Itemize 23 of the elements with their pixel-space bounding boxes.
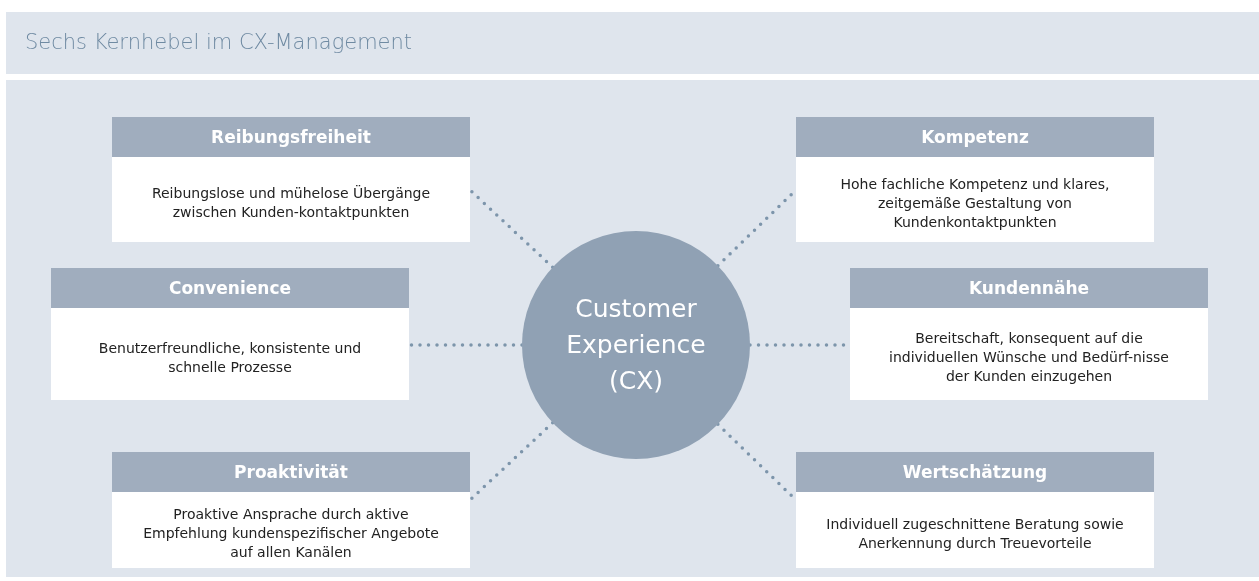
dotted-connector [407, 343, 524, 347]
center-label: Customer Experience (CX) [565, 293, 707, 397]
card-description: Individuell zugeschnittene Beratung sowie Anerkennung durch Treuevorteile [826, 514, 1124, 553]
card-description: Benutzerfreundliche, konsistente und schnelle Prozesse [97, 338, 363, 377]
card-description: Hohe fachliche Kompetenz und klares, zeitgemäße Gestaltung von Kundenkontaktpunkten [839, 174, 1111, 232]
card-description: Proaktive Ansprache durch aktive Empfehlung kundenspezifischer Angebote auf allen Kanälen [142, 505, 440, 562]
dotted-connector [468, 421, 555, 502]
card-description: Reibungslose und mühelose Übergänge zwischen Kunden-kontaktpunkten [150, 184, 432, 222]
lever-card [796, 117, 1154, 242]
card-heading: Kundennähe [850, 268, 1208, 308]
lever-card [850, 268, 1208, 400]
card-heading: Proaktivität [112, 452, 470, 492]
card-heading: Reibungsfreiheit [112, 117, 470, 157]
diagram-title: Sechs Kernhebel im CX-Management [25, 30, 413, 54]
card-heading: Kompetenz [796, 117, 1154, 157]
card-heading: Convenience [51, 268, 409, 308]
lever-card [796, 452, 1154, 568]
card-heading: Wertschätzung [796, 452, 1154, 492]
lever-card [51, 268, 409, 400]
card-description: Bereitschaft, konsequent auf die individuellen Wünsche und Bedürf-nisse der Kunden einzugehen [888, 329, 1170, 386]
lever-card [112, 117, 470, 242]
lever-card [112, 452, 470, 568]
dotted-connector [468, 188, 555, 269]
